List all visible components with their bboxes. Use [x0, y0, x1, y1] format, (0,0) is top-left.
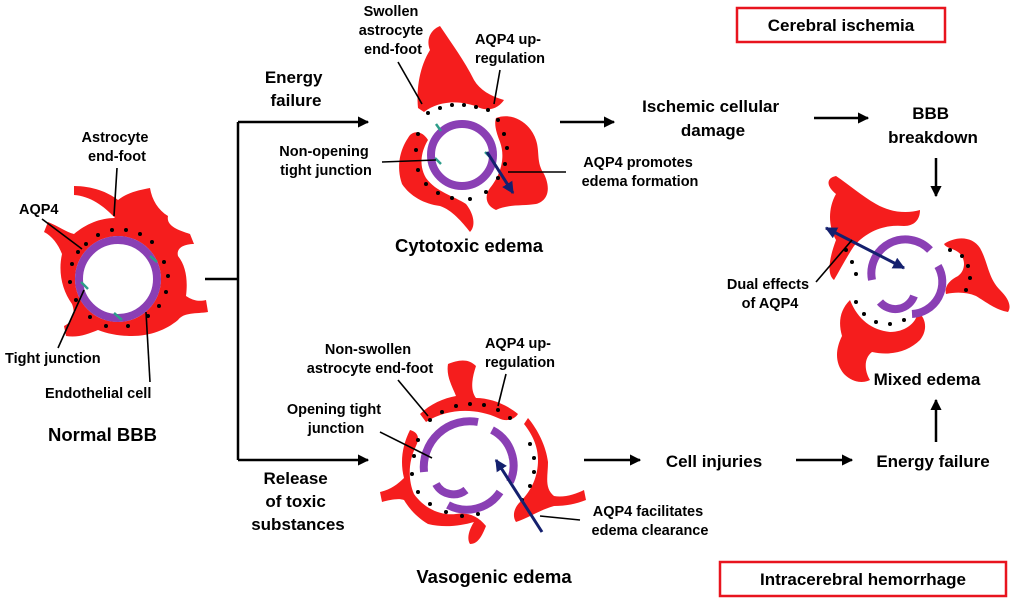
vasogenic-endothelial-ring-segments	[419, 417, 518, 514]
cytotoxic-swollen-label: Swollen astrocyte end-foot	[359, 4, 428, 58]
cytotoxic-edema-title: Cytotoxic edema	[395, 235, 544, 256]
cytotoxic-endothelial-ring	[427, 120, 497, 190]
cytotoxic-aqp4-dots	[414, 103, 509, 201]
vasogenic-non-swollen-label: Non-swollen astrocyte end-foot	[307, 342, 434, 377]
normal-aqp4-dots	[68, 228, 170, 328]
vasogenic-cell	[380, 360, 586, 544]
normal-labels: Astrocyte end-foot AQP4 Tight junction E…	[5, 130, 157, 445]
normal-endothelial-cell-label: Endothelial cell	[45, 386, 151, 402]
vasogenic-endfoot-top	[420, 360, 518, 422]
mixed-aqp4-dual-arrow	[824, 226, 906, 270]
branch-arrows	[205, 116, 370, 466]
bbb-breakdown-label: BBB breakdown	[888, 104, 978, 147]
cytotoxic-labels: Swollen astrocyte end-foot AQP4 up- regu…	[279, 4, 698, 256]
intracerebral-hemorrhage-label: Intracerebral hemorrhage	[760, 570, 966, 589]
vasogenic-aqp4-facilitates-label: AQP4 facilitates edema clearance	[592, 504, 709, 539]
normal-tight-junction-label: Tight junction	[5, 351, 101, 367]
cytotoxic-swollen-endfoot-top	[417, 26, 504, 112]
mixed-dual-effects-label: Dual effects of AQP4	[727, 277, 813, 312]
mixed-labels: Dual effects of AQP4 Mixed edema	[727, 239, 981, 389]
flow-arrows	[560, 112, 942, 466]
cytotoxic-swollen-endfoot-right	[486, 116, 548, 210]
mixed-endfoot-bottom	[837, 300, 926, 382]
mixed-endfoot-right	[944, 238, 1010, 312]
vasogenic-opening-label: Opening tight junction	[287, 402, 385, 437]
cell-injuries-label: Cell injuries	[666, 452, 762, 471]
intracerebral-hemorrhage-box: Intracerebral hemorrhage	[718, 560, 1008, 598]
cytotoxic-aqp4-up-label: AQP4 up- regulation	[475, 32, 545, 67]
normal-aqp4-label: AQP4	[19, 202, 59, 218]
cerebral-ischemia-box: Cerebral ischemia	[735, 6, 947, 44]
mixed-edema-title: Mixed edema	[874, 370, 981, 389]
vasogenic-endfoot-right	[513, 418, 586, 522]
normal-bbb-cell	[44, 186, 208, 337]
mixed-endothelial-ring-segments	[867, 235, 947, 318]
ischemic-damage-label: Ischemic cellular damage	[642, 97, 784, 140]
vasogenic-endfoot-left	[380, 430, 486, 544]
normal-astrocyte-endfoot-label: Astrocyte end-foot	[82, 130, 153, 165]
cytotoxic-cell	[399, 26, 548, 232]
cytotoxic-non-opening-label: Non-opening tight junction	[279, 144, 372, 179]
energy-failure-branch-label: Energy failure	[265, 68, 327, 110]
vasogenic-labels: Non-swollen astrocyte end-foot AQP4 up- …	[287, 336, 709, 587]
energy-failure-label: Energy failure	[876, 452, 989, 471]
vasogenic-aqp4-up-label: AQP4 up- regulation	[485, 336, 555, 371]
cytotoxic-aqp4-promotes-label: AQP4 promotes edema formation	[582, 155, 699, 190]
vasogenic-edema-title: Vasogenic edema	[416, 566, 572, 587]
normal-tight-junction-marks	[80, 255, 158, 321]
cytotoxic-swollen-endfoot-left	[399, 132, 474, 232]
cerebral-ischemia-label: Cerebral ischemia	[768, 16, 915, 35]
vasogenic-aqp4-dots	[410, 402, 536, 518]
normal-bbb-title: Normal BBB	[48, 424, 157, 445]
cytotoxic-aqp4-arrow	[485, 151, 515, 195]
release-toxic-branch-label: Release of toxic substances	[251, 469, 345, 534]
vasogenic-aqp4-arrow	[494, 458, 544, 533]
mixed-cell	[824, 176, 1010, 382]
